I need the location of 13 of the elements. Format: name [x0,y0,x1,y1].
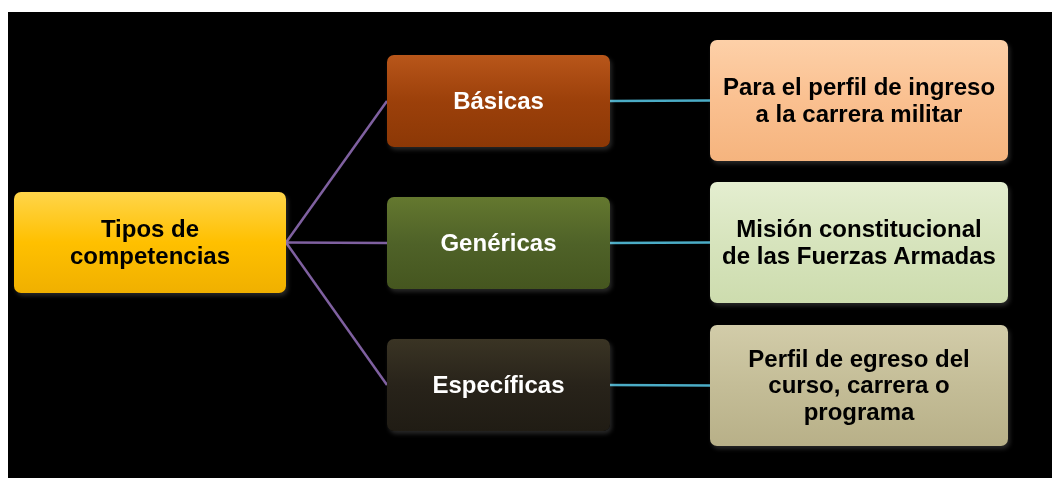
connector-line [286,241,387,245]
description-box: Perfil de egreso del curso, carrera o programa [710,325,1008,446]
connector-line [285,100,388,244]
category-box: Específicas [387,339,610,431]
category-box: Básicas [387,55,610,147]
description-box: Misión constitucional de las Fuerzas Armadas [710,182,1008,303]
root-box: Tipos de competencias [14,192,286,293]
connector-line [610,383,710,387]
connector-line [610,99,710,103]
connector-line [284,241,389,386]
category-box: Genéricas [387,197,610,289]
description-box: Para el perfil de ingreso a la carrera militar [710,40,1008,161]
connector-line [610,241,710,245]
